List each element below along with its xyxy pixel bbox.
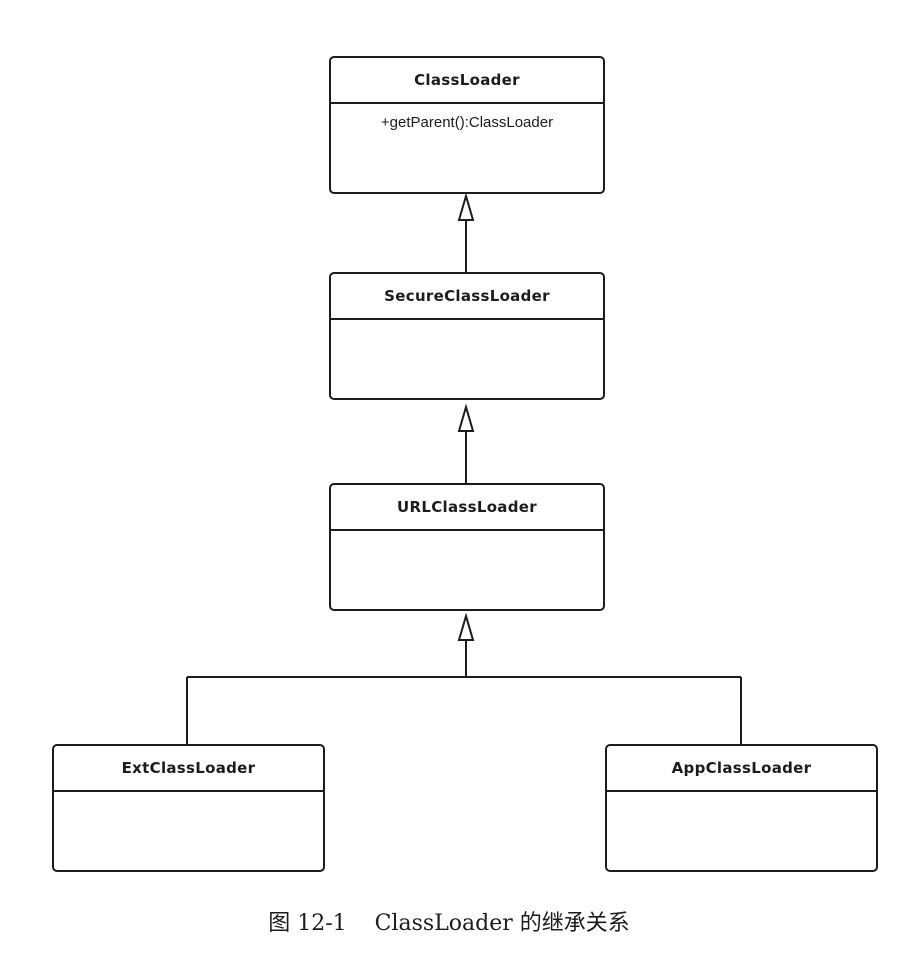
figure-title: ClassLoader 的继承关系 bbox=[374, 911, 630, 936]
class-name: URLClassLoader bbox=[331, 485, 603, 531]
class-box-appclassloader: AppClassLoader bbox=[605, 744, 878, 872]
class-name: ExtClassLoader bbox=[54, 746, 323, 792]
class-box-classloader: ClassLoader +getParent():ClassLoader bbox=[329, 56, 605, 194]
class-name: SecureClassLoader bbox=[331, 274, 603, 320]
class-box-secureclassloader: SecureClassLoader bbox=[329, 272, 605, 400]
class-box-urlclassloader: URLClassLoader bbox=[329, 483, 605, 611]
figure-caption: 图 12-1 ClassLoader 的继承关系 bbox=[0, 905, 898, 937]
generalization-arrow bbox=[457, 612, 475, 641]
class-name: AppClassLoader bbox=[607, 746, 876, 792]
class-box-extclassloader: ExtClassLoader bbox=[52, 744, 325, 872]
generalization-arrow bbox=[457, 403, 475, 432]
class-name: ClassLoader bbox=[331, 58, 603, 104]
figure-number: 图 12-1 bbox=[268, 911, 347, 936]
class-operation: +getParent():ClassLoader bbox=[380, 114, 554, 131]
generalization-arrow bbox=[457, 192, 475, 221]
